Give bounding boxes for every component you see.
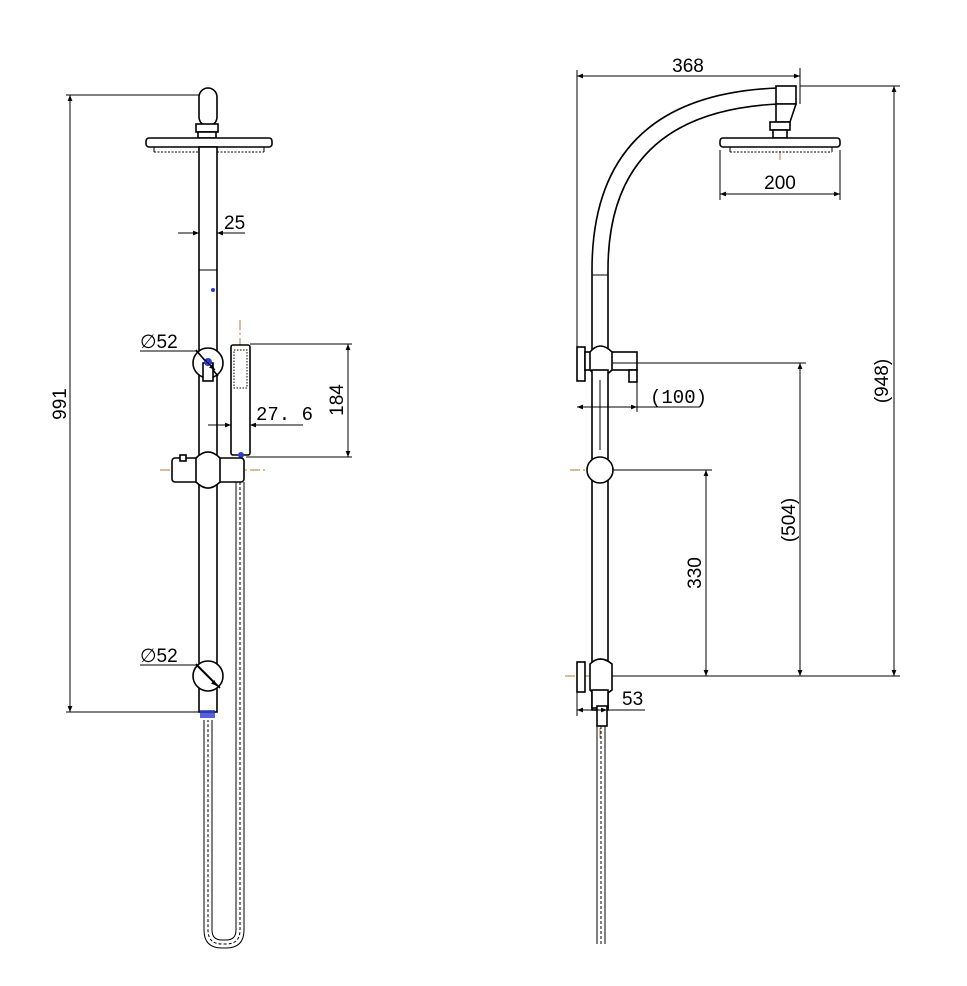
side-view: 368 200 (948) (100) (504) [565, 56, 900, 944]
dim-handshower-length: 184 [246, 343, 352, 458]
dim-arm-reach: 368 [576, 56, 801, 350]
top-elbow [195, 87, 219, 139]
dim-184-label: 184 [327, 384, 348, 416]
dim-27-6-label: 27. 6 [256, 404, 313, 426]
dim-53-label: 53 [622, 689, 643, 710]
dim-wall-offset: 53 [576, 689, 645, 716]
rain-shower-head-front [145, 137, 273, 153]
dim-handshower-offset: 27. 6 [208, 404, 313, 428]
slider-side [586, 456, 614, 484]
dim-overall-height-ref: (948) [612, 85, 900, 677]
dim-52-upper-label: ∅52 [140, 332, 178, 353]
dim-52-lower-label: ∅52 [140, 646, 178, 667]
dim-330-label: 330 [685, 557, 706, 589]
dim-upper-bracket: ∅52 [140, 332, 216, 371]
lower-bracket-side [576, 658, 613, 727]
dim-lower-bracket: ∅52 [140, 646, 218, 687]
slider-front [171, 451, 245, 489]
diverter-side [576, 345, 638, 383]
dim-25-label: 25 [224, 213, 245, 234]
dim-overall-height: 991 [50, 94, 200, 713]
rain-shower-head-side [719, 137, 841, 153]
riser-rail-front [198, 146, 218, 718]
lower-wall-bracket-front [192, 660, 224, 692]
hose-side [596, 726, 606, 944]
front-view: 991 25 ∅52 ∅52 27. 6 184 [50, 87, 352, 949]
dim-diverter-projection: (100) [577, 375, 707, 412]
dim-100-label: (100) [650, 387, 707, 409]
dim-slider-height: 330 [613, 469, 712, 676]
dim-rose-diameter: 200 [719, 150, 841, 200]
handshower-front [230, 344, 251, 458]
dim-diverter-height-ref: (504) [612, 362, 806, 676]
dim-200-label: 200 [764, 173, 796, 194]
hose-front [203, 482, 245, 949]
curved-shower-arm [591, 85, 798, 350]
dim-pipe-diameter: 25 [178, 213, 245, 236]
dim-504-label: (504) [779, 498, 800, 542]
dim-991-label: 991 [50, 388, 71, 420]
dim-948-label: (948) [872, 359, 893, 403]
dim-368-label: 368 [672, 56, 704, 77]
